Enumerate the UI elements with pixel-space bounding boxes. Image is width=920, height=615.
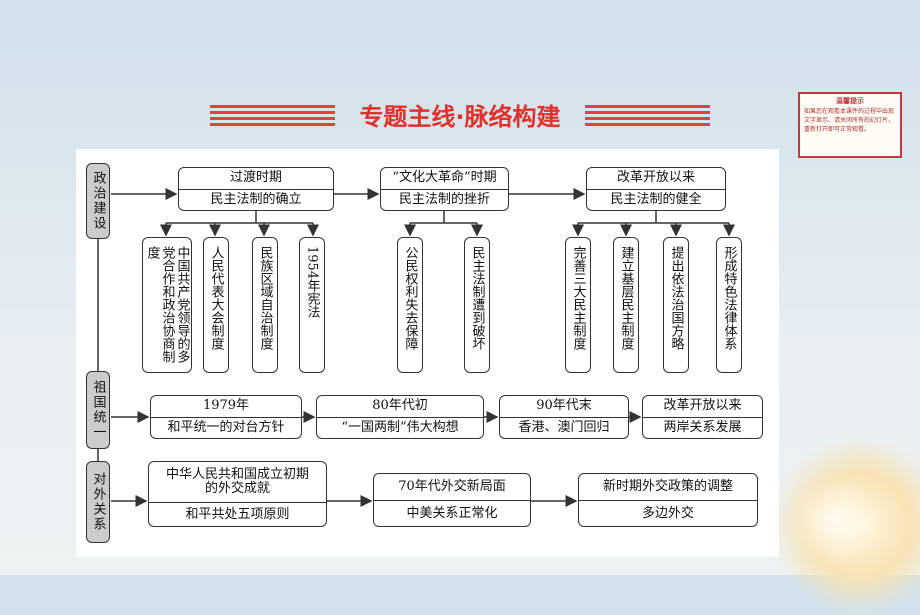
stage-period: 80年代初 [372, 398, 428, 414]
politics-stage-reform: 改革开放以来 民主法制的健全 [586, 167, 726, 211]
stage-period: “文化大革命”时期 [392, 170, 497, 186]
reunification-90s: 90年代末 香港、澳门回归 [499, 395, 629, 439]
title-banner: 专题主线·脉络构建 [210, 100, 710, 134]
item-text: 形成特色法律体系 [721, 246, 737, 350]
item-legal-system: 形成特色法律体系 [716, 237, 742, 373]
stage-period: 90年代末 [536, 398, 592, 414]
title-stripes-left [210, 105, 335, 129]
item-text: 民族区域自治制度 [257, 246, 273, 350]
item-text: 民主法制遭到破坏 [469, 246, 485, 350]
item-text: 1954年宪法 [304, 246, 320, 319]
item-text: 提出依法治国方略 [668, 246, 684, 350]
title-stripes-right [585, 105, 710, 129]
page-title: 专题主线·脉络构建 [359, 103, 561, 131]
item-text: 人民代表大会制度 [208, 246, 224, 350]
stage-period: 70年代外交新局面 [398, 478, 506, 494]
politics-stage-transition: 过渡时期 民主法制的确立 [178, 167, 334, 211]
stage-period: 中华人民共和国成立初期的外交成就 [165, 466, 309, 496]
stage-theme: 和平共处五项原则 [149, 501, 326, 527]
stage-theme: 香港、澳门回归 [500, 417, 628, 439]
item-text: 建立基层民主制度 [618, 246, 634, 350]
background-flower-highlight [790, 475, 880, 565]
item-1954-constitution: 1954年宪法 [299, 237, 325, 373]
stage-period: 改革开放以来 [616, 170, 695, 186]
item-text: 公民权利失去保障 [402, 246, 418, 350]
stage-period: 过渡时期 [229, 170, 282, 186]
reunification-reform: 改革开放以来 两岸关系发展 [642, 395, 763, 439]
reunification-80s: 80年代初 “一国两制”伟大构想 [316, 395, 484, 439]
stage-theme: 多边外交 [579, 500, 757, 527]
item-multiparty-cooperation: 中国共产党领导的多党合作和政治协商制度 [142, 237, 192, 373]
stage-theme: 和平统一的对台方针 [151, 417, 301, 439]
stage-period: 1979年 [202, 398, 250, 414]
stage-theme: 民主法制的健全 [587, 189, 725, 211]
tip-text: 如果您在观看本课件的过程中出现文字显示、请关闭所有的幻灯片，重新打开即可正常观看… [804, 108, 895, 133]
diagram-panel: 政治建设 祖国统一 对外关系 过渡时期 民主法制的确立 “文化大革命”时期 民主… [76, 149, 779, 557]
item-grassroots-democracy: 建立基层民主制度 [613, 237, 639, 373]
stage-theme: “一国两制”伟大构想 [317, 417, 483, 439]
item-legal-system-damaged: 民主法制遭到破坏 [464, 237, 490, 373]
item-peoples-congress: 人民代表大会制度 [203, 237, 229, 373]
item-text: 中国共产党领导的多党合作和政治协商制度 [144, 246, 190, 363]
foreign-early-prc: 中华人民共和国成立初期的外交成就 和平共处五项原则 [148, 461, 327, 527]
stage-period: 改革开放以来 [663, 398, 742, 414]
item-regional-autonomy: 民族区域自治制度 [252, 237, 278, 373]
tip-note: 温馨提示 如果您在观看本课件的过程中出现文字显示、请关闭所有的幻灯片，重新打开即… [798, 92, 902, 158]
item-improve-democracy: 完善三大民主制度 [565, 237, 591, 373]
tip-title: 温馨提示 [836, 97, 864, 105]
category-reunification: 祖国统一 [86, 371, 110, 449]
stage-period: 新时期外交政策的调整 [602, 478, 733, 494]
connector-lines [97, 188, 735, 507]
foreign-new-era: 新时期外交政策的调整 多边外交 [578, 473, 758, 527]
politics-stage-cultural-revolution: “文化大革命”时期 民主法制的挫折 [380, 167, 509, 211]
stage-theme: 民主法制的挫折 [381, 189, 508, 211]
category-politics: 政治建设 [86, 163, 110, 239]
category-foreign: 对外关系 [86, 461, 110, 543]
foreign-70s: 70年代外交新局面 中美关系正常化 [373, 473, 531, 527]
item-text: 完善三大民主制度 [570, 246, 586, 350]
reunification-1979: 1979年 和平统一的对台方针 [150, 395, 302, 439]
stage-theme: 两岸关系发展 [643, 417, 762, 439]
item-rule-of-law: 提出依法治国方略 [663, 237, 689, 373]
stage-theme: 民主法制的确立 [179, 189, 333, 211]
item-rights-lost: 公民权利失去保障 [397, 237, 423, 373]
stage-theme: 中美关系正常化 [374, 500, 530, 527]
